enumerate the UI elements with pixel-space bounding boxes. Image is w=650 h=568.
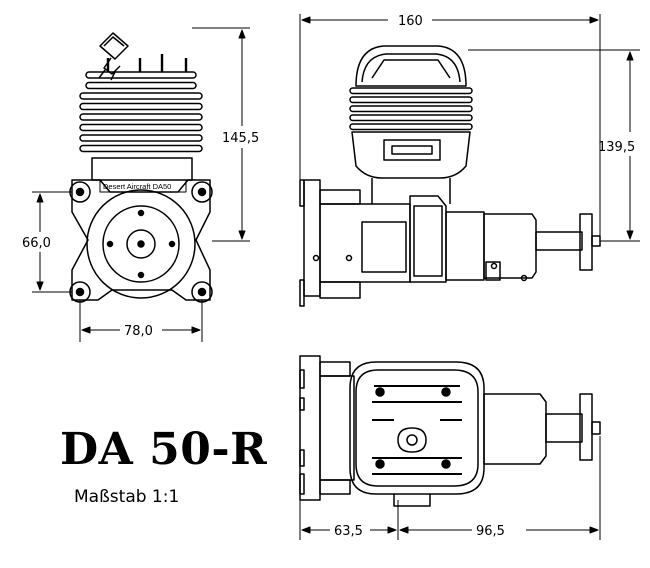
side-view [299,45,601,307]
engine-label: Desert Aircraft DA50 [103,182,171,191]
top-bolts [375,387,451,469]
exhaust-port [383,139,441,161]
scale-label: Maßstab 1:1 [74,487,180,507]
front-dimension-lines [32,27,250,342]
top-dimension-lines [299,436,601,540]
cylinder-lower [351,131,471,179]
cylinder-fin [79,144,203,153]
mount-width-label: 78,0 [124,324,153,339]
cylinder-fin [349,87,473,95]
front-view: Desert Aircraft DA50 [69,32,213,303]
overall-width-label: 160 [398,14,423,29]
rear-depth-label: 63,5 [334,524,363,539]
output-shaft [535,231,583,251]
front-depth-label: 96,5 [476,524,505,539]
top-view [299,355,601,507]
cylinder-body [91,157,193,181]
cylinder-fin [85,81,197,90]
cylinder-head-top [349,361,485,495]
rear-flange-top [579,393,593,461]
top-fin-slots [372,385,462,475]
side-dimension-lines [299,14,640,242]
bearing-boss [86,189,196,299]
cooling-fins-side [349,87,473,131]
spark-plug-top [397,427,427,453]
cylinder-fin [85,71,197,79]
side-height-label: 139,5 [598,140,635,155]
label-plate [99,179,187,193]
rear-flange [579,213,593,271]
front-height-label: 145,5 [222,131,259,146]
cylinder-fin [349,114,473,122]
cylinder-fin [79,134,203,142]
cylinder-fin [79,123,203,132]
mount-ears [69,181,213,303]
cooling-fins-front [79,71,203,153]
model-title: DA 50-R [60,424,268,475]
cylinder-fin [349,96,473,104]
mount-height-label: 66,0 [22,236,51,251]
rear-housing [445,211,485,281]
cylinder-fin [349,123,473,131]
crankcase-side [319,203,411,283]
spark-plug [98,32,129,81]
cylinder-fin [349,105,473,113]
cylinder-fin [79,113,203,121]
cylinder-fin [79,102,203,111]
cylinder-head-cap [355,45,467,87]
head-bolts [106,54,188,72]
cylinder-fin [79,92,203,100]
